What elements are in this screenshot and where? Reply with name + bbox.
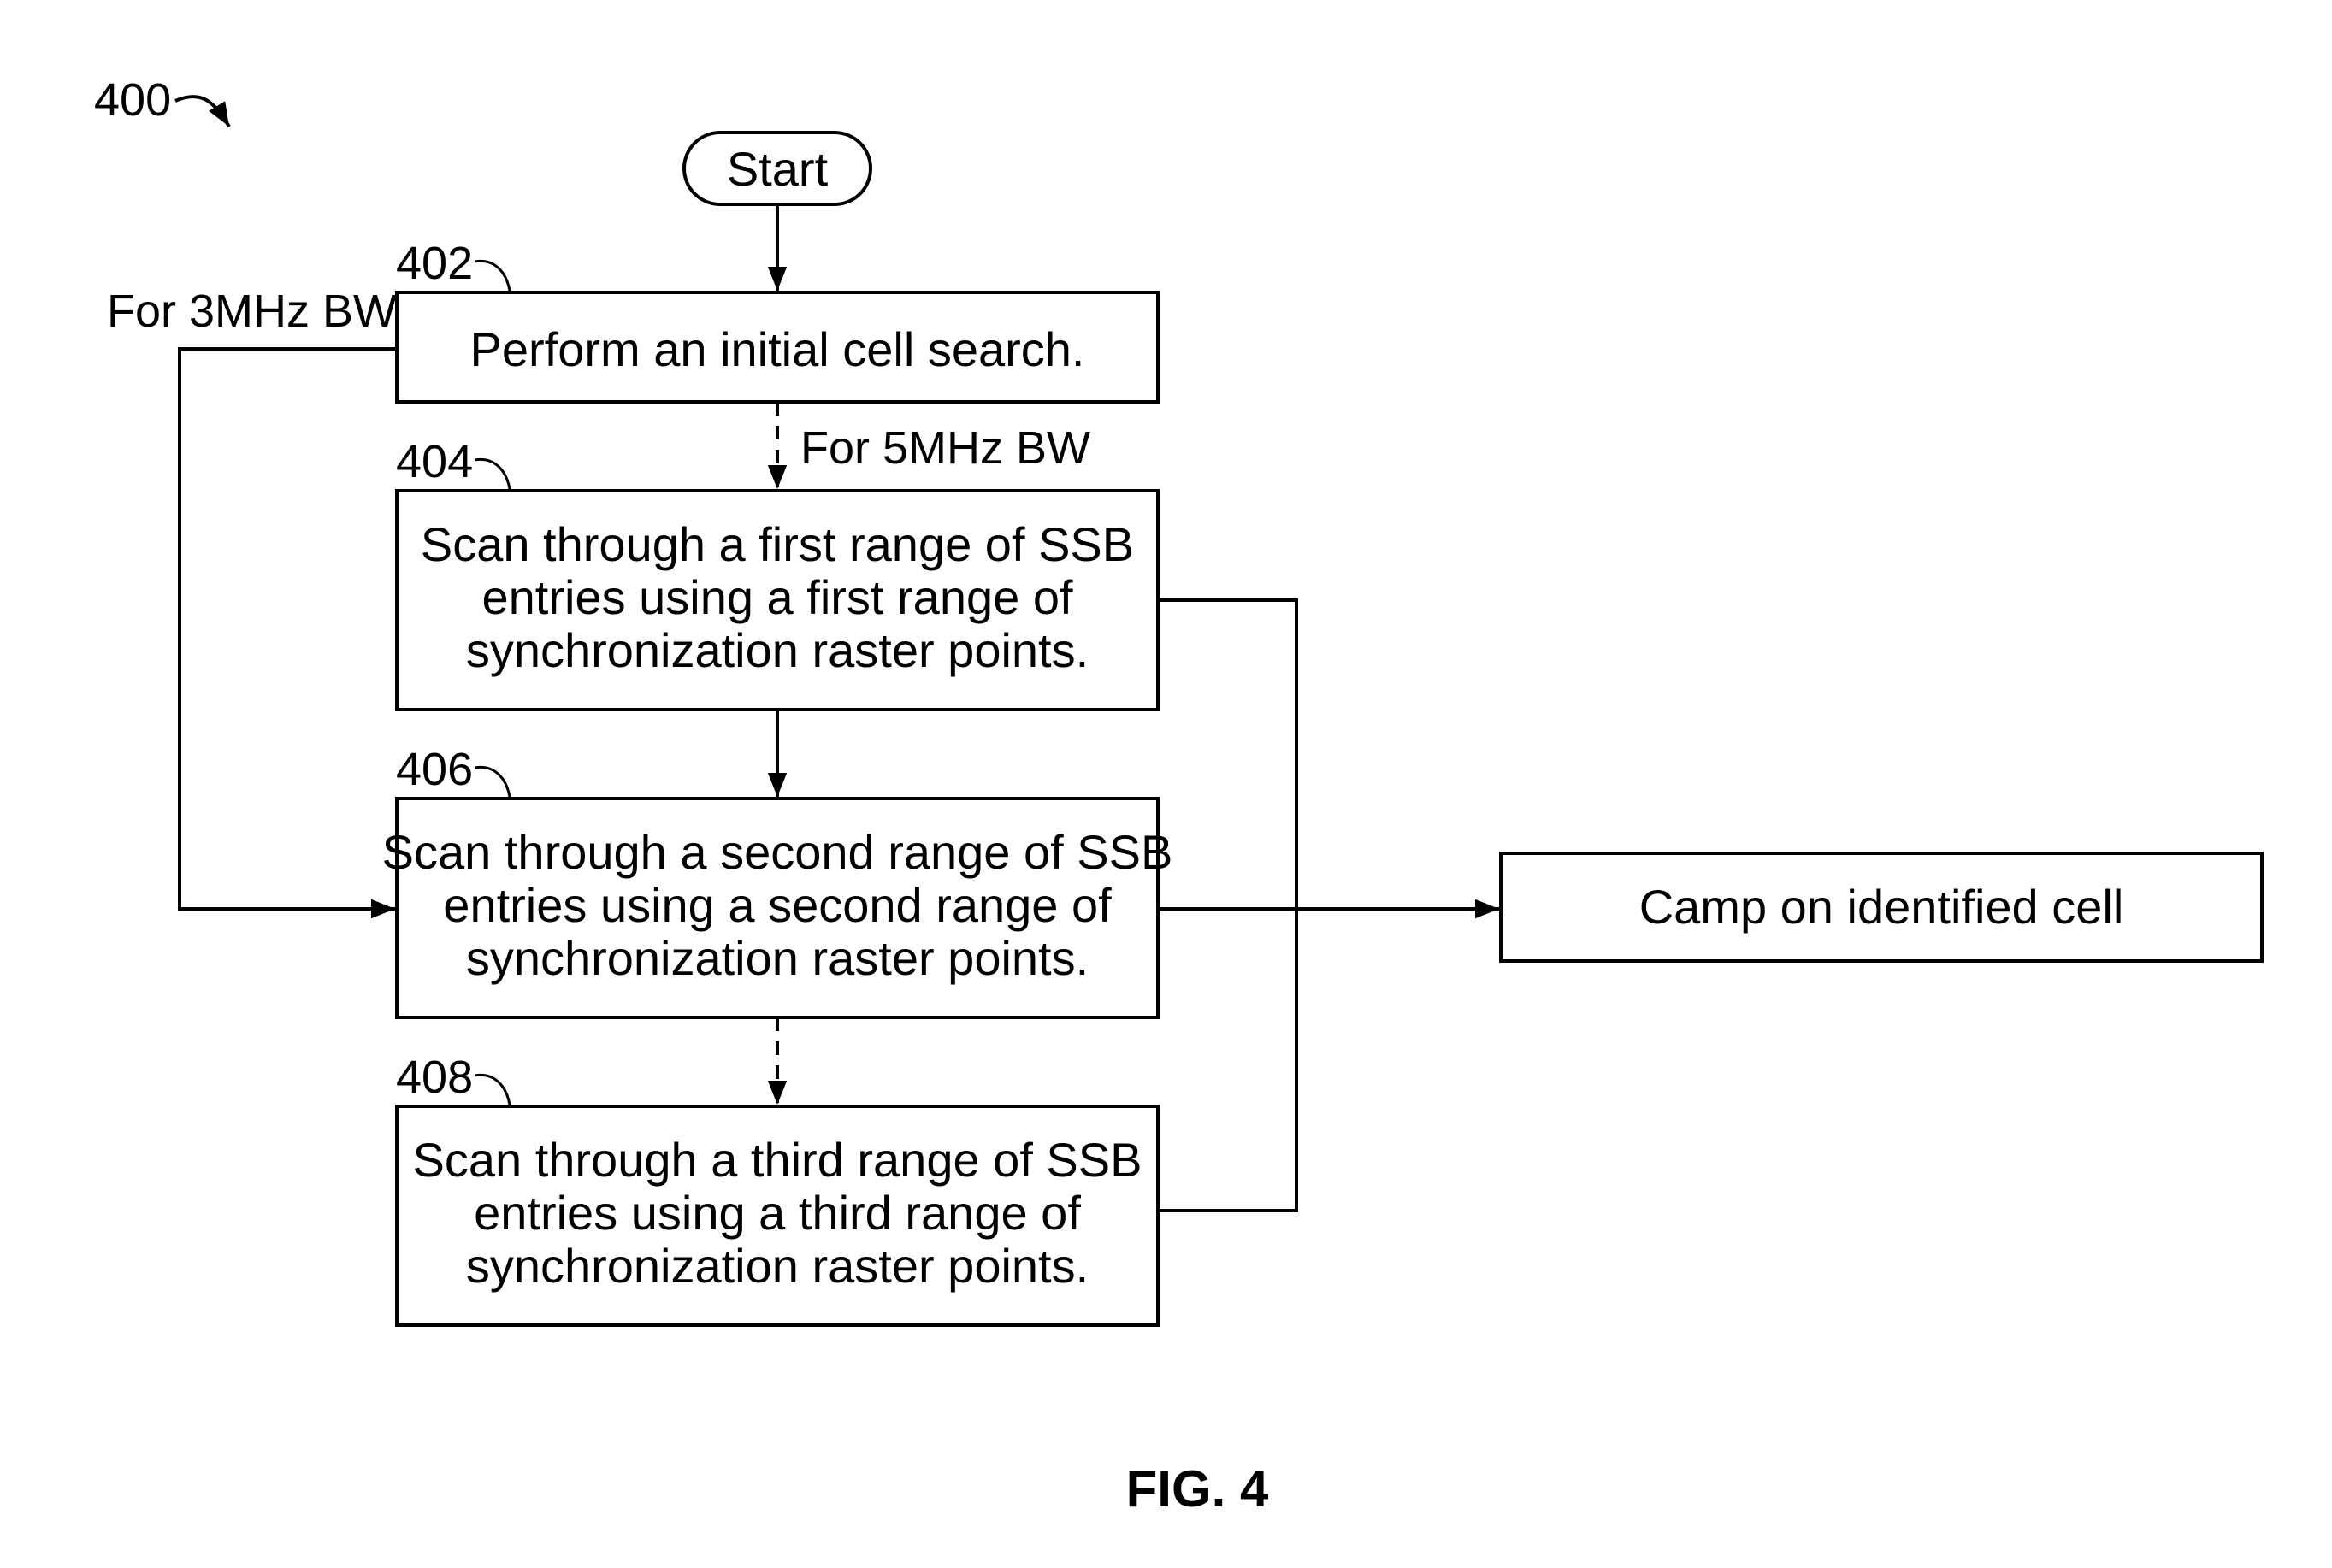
step-ref-number: 408 (396, 1052, 473, 1103)
ref-leader-hook (474, 457, 511, 490)
ref-leader-hook (474, 765, 511, 798)
step-text-line: entries using a third range of (474, 1186, 1081, 1240)
step-ref-number: 406 (396, 744, 473, 795)
step-404: 404 Scan through a first range of SSB en… (395, 436, 1160, 711)
branch-label-5mhz: For 5MHz BW (800, 422, 1090, 474)
connector-3mhz-branch (178, 347, 397, 919)
step-406: 406 Scan through a second range of SSB e… (382, 744, 1173, 1019)
step-text-line: synchronization raster points. (466, 623, 1089, 677)
step-box (395, 489, 1160, 711)
step-text-line: entries using a first range of (481, 570, 1072, 624)
step-text-line: synchronization raster points. (466, 1239, 1089, 1293)
step-ref-number: 404 (396, 436, 473, 487)
step-text-line: Perform an initial cell search. (470, 322, 1085, 376)
start-terminal: Start (682, 131, 872, 206)
figure-ref-arrow (174, 95, 231, 128)
connector-404-to-bus (1158, 598, 1298, 1212)
step-408: 408 Scan through a third range of SSB en… (395, 1052, 1160, 1327)
start-label: Start (727, 142, 829, 196)
figure-caption: FIG. 4 (1126, 1460, 1269, 1518)
step-ref-number: 402 (396, 238, 473, 289)
step-text-line: Scan through a second range of SSB (382, 825, 1173, 879)
ref-leader-hook (474, 1073, 511, 1105)
end-box-group: Camp on identified cell (1499, 852, 2264, 963)
step-text-line: Scan through a third range of SSB (413, 1133, 1142, 1187)
ref-leader-hook (474, 259, 511, 292)
end-box-label: Camp on identified cell (1639, 880, 2124, 934)
step-text-line: entries using a second range of (443, 878, 1112, 932)
step-text-line: Scan through a first range of SSB (421, 517, 1134, 571)
step-box (395, 797, 1160, 1019)
step-text-line: synchronization raster points. (466, 931, 1089, 985)
branch-label-3mhz: For 3MHz BW (107, 286, 397, 337)
figure-ref-number: 400 (94, 74, 171, 126)
step-box (395, 1105, 1160, 1327)
end-box (1499, 852, 2264, 963)
